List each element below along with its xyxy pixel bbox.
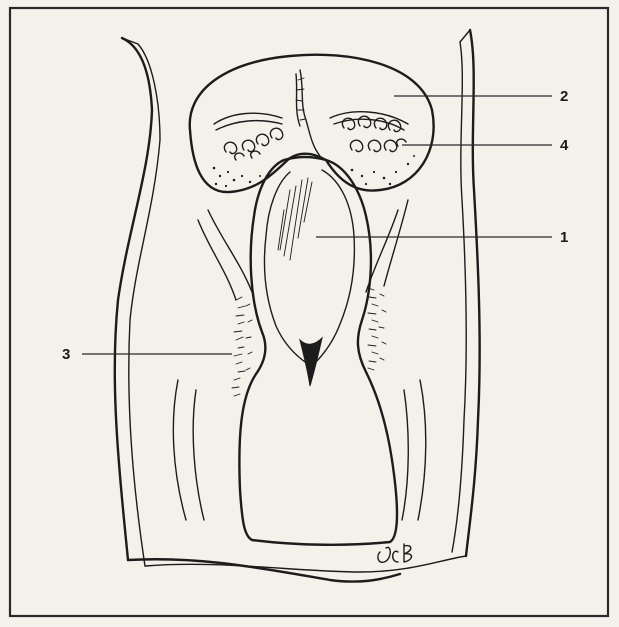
bottom-edge: [128, 556, 466, 582]
callout-label-4: 4: [560, 137, 569, 154]
artist-signature: [378, 544, 412, 562]
left-wall: [115, 38, 160, 566]
callout-label-2: 2: [560, 88, 568, 105]
gland-clusters-4: [224, 116, 406, 160]
right-wall: [452, 30, 480, 556]
figure-frame: [10, 8, 608, 616]
callout-label-1: 1: [560, 229, 568, 246]
callout-label-3: 3: [62, 346, 70, 363]
stipple-dots: [213, 155, 415, 187]
upper-structure-2: [190, 55, 434, 192]
central-structure-1: [239, 157, 397, 545]
lateral-folds: [173, 200, 425, 520]
dark-tip: [300, 338, 322, 386]
